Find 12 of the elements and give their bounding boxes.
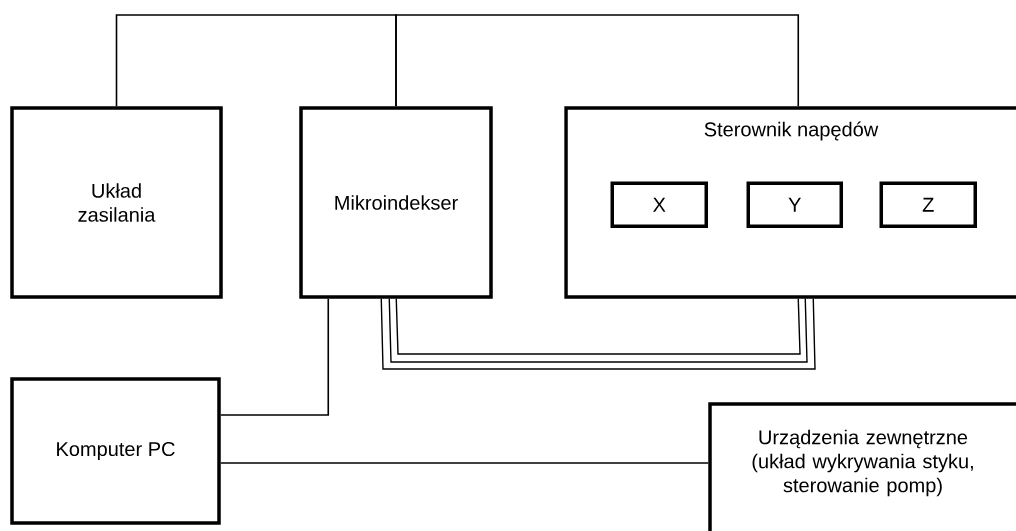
block-box: Układ zasilania (10, 106, 223, 299)
block-box: Mikroindekser (299, 106, 493, 299)
block-box: Urządzenia zewnętrzne (układ wykrywania styku, sterowanie pomp) (708, 402, 1016, 531)
connector-line (395, 14, 800, 108)
axis-box: Y (746, 181, 843, 228)
connector-line (219, 297, 330, 416)
block-box: Komputer PC (10, 377, 221, 525)
connector-line (115, 14, 397, 108)
axis-box: Z (879, 181, 977, 228)
connector-line (219, 462, 710, 464)
cable-line (395, 298, 801, 355)
axis-box: X (610, 181, 708, 228)
